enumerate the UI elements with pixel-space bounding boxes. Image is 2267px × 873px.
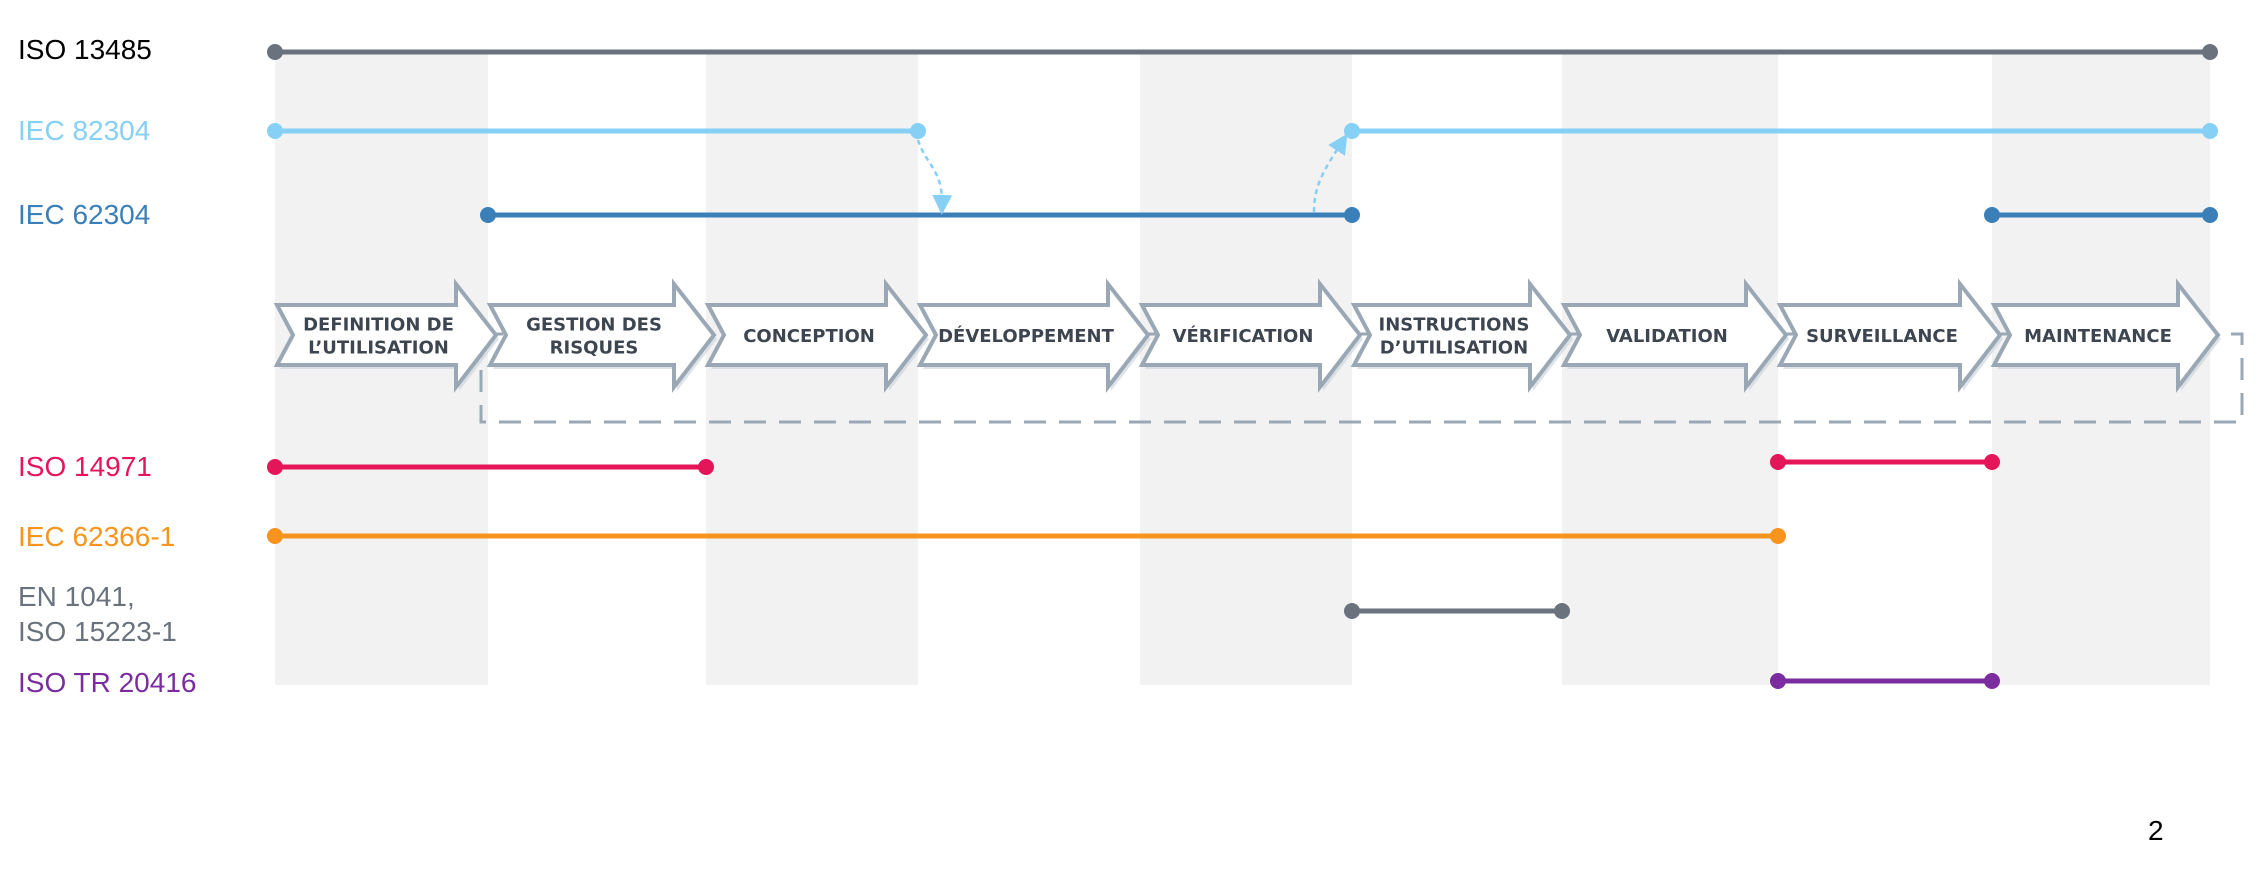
phase-arrow-developpement: DÉVELOPPEMENT xyxy=(916,278,1151,393)
timeline-start-dot xyxy=(267,123,283,139)
timeline-end-dot xyxy=(1344,207,1360,223)
phase-label: SURVEILLANCE xyxy=(1806,326,1958,347)
phase-arrow-shape xyxy=(1990,278,2221,393)
timeline-iso-13485 xyxy=(267,44,2218,60)
phase-label: INSTRUCTIONS xyxy=(1379,315,1530,336)
timeline-start-dot xyxy=(1770,454,1786,470)
timeline-start-dot xyxy=(267,459,283,475)
phase-arrow-shape xyxy=(1138,278,1363,393)
phase-arrow-shape xyxy=(486,278,717,393)
phase-label: GESTION DES xyxy=(526,315,662,336)
timeline-iso-tr-20416 xyxy=(1770,673,2000,689)
timeline-end-dot xyxy=(2202,123,2218,139)
timeline-iec-62366-1 xyxy=(267,528,1786,544)
phase-label: MAINTENANCE xyxy=(2024,326,2172,347)
phase-label: CONCEPTION xyxy=(743,326,875,347)
timeline-start-dot xyxy=(267,528,283,544)
phase-arrow-maintenance: MAINTENANCE xyxy=(1990,278,2221,393)
timeline-end-dot xyxy=(1984,673,2000,689)
phase-arrow-shape xyxy=(1350,278,1573,393)
page-number: 2 xyxy=(2148,815,2164,846)
phase-arrow-shape xyxy=(1776,278,2003,393)
phase-label: D’UTILISATION xyxy=(1380,338,1528,359)
standard-label-iec-62366-1: IEC 62366-1 xyxy=(18,521,175,552)
timeline-en-1041 xyxy=(1344,603,1570,619)
standard-label-iso-14971: ISO 14971 xyxy=(18,451,152,482)
standard-timelines xyxy=(267,44,2218,689)
phase-label: RISQUES xyxy=(550,338,639,359)
phase-arrow-conception: CONCEPTION xyxy=(704,278,929,393)
phase-label: L’UTILISATION xyxy=(308,338,449,359)
timeline-iec-82304 xyxy=(267,123,2218,139)
timeline-iso-14971 xyxy=(267,454,2000,475)
standard-label-en-1041: ISO 15223-1 xyxy=(18,616,177,647)
phase-arrow-verification: VÉRIFICATION xyxy=(1138,278,1363,393)
phase-arrow-definition: DEFINITION DEL’UTILISATION xyxy=(273,278,499,393)
phase-label: VÉRIFICATION xyxy=(1173,325,1314,347)
timeline-start-dot xyxy=(1344,603,1360,619)
timeline-end-dot xyxy=(1984,454,2000,470)
phase-arrow-surveillance: SURVEILLANCE xyxy=(1776,278,2003,393)
phase-label: DÉVELOPPEMENT xyxy=(938,325,1115,347)
standard-label-en-1041: EN 1041, xyxy=(18,581,135,612)
timeline-end-dot xyxy=(910,123,926,139)
standard-label-iec-82304: IEC 82304 xyxy=(18,115,150,146)
connector-down xyxy=(916,139,953,215)
phase-label: VALIDATION xyxy=(1606,326,1728,347)
phase-arrow-shape xyxy=(704,278,929,393)
phase-arrow-shape xyxy=(273,278,499,393)
timeline-end-dot xyxy=(2202,44,2218,60)
timeline-start-dot xyxy=(1344,123,1360,139)
timeline-start-dot xyxy=(267,44,283,60)
timeline-end-dot xyxy=(1770,528,1786,544)
phase-arrow-shape xyxy=(916,278,1151,393)
phase-arrow-shape xyxy=(1560,278,1789,393)
standard-label-iec-62304: IEC 62304 xyxy=(18,199,150,230)
phase-arrow-validation: VALIDATION xyxy=(1560,278,1789,393)
phase-label: DEFINITION DE xyxy=(303,315,454,336)
timeline-end-dot xyxy=(2202,207,2218,223)
timeline-start-dot xyxy=(480,207,496,223)
timeline-start-dot xyxy=(1984,207,2000,223)
timeline-end-dot xyxy=(698,459,714,475)
standard-label-iso-tr-20416: ISO TR 20416 xyxy=(18,667,196,698)
standard-label-iso-13485: ISO 13485 xyxy=(18,34,152,65)
timeline-start-dot xyxy=(1770,673,1786,689)
timeline-iec-62304 xyxy=(480,207,2218,223)
timeline-end-dot xyxy=(1554,603,1570,619)
